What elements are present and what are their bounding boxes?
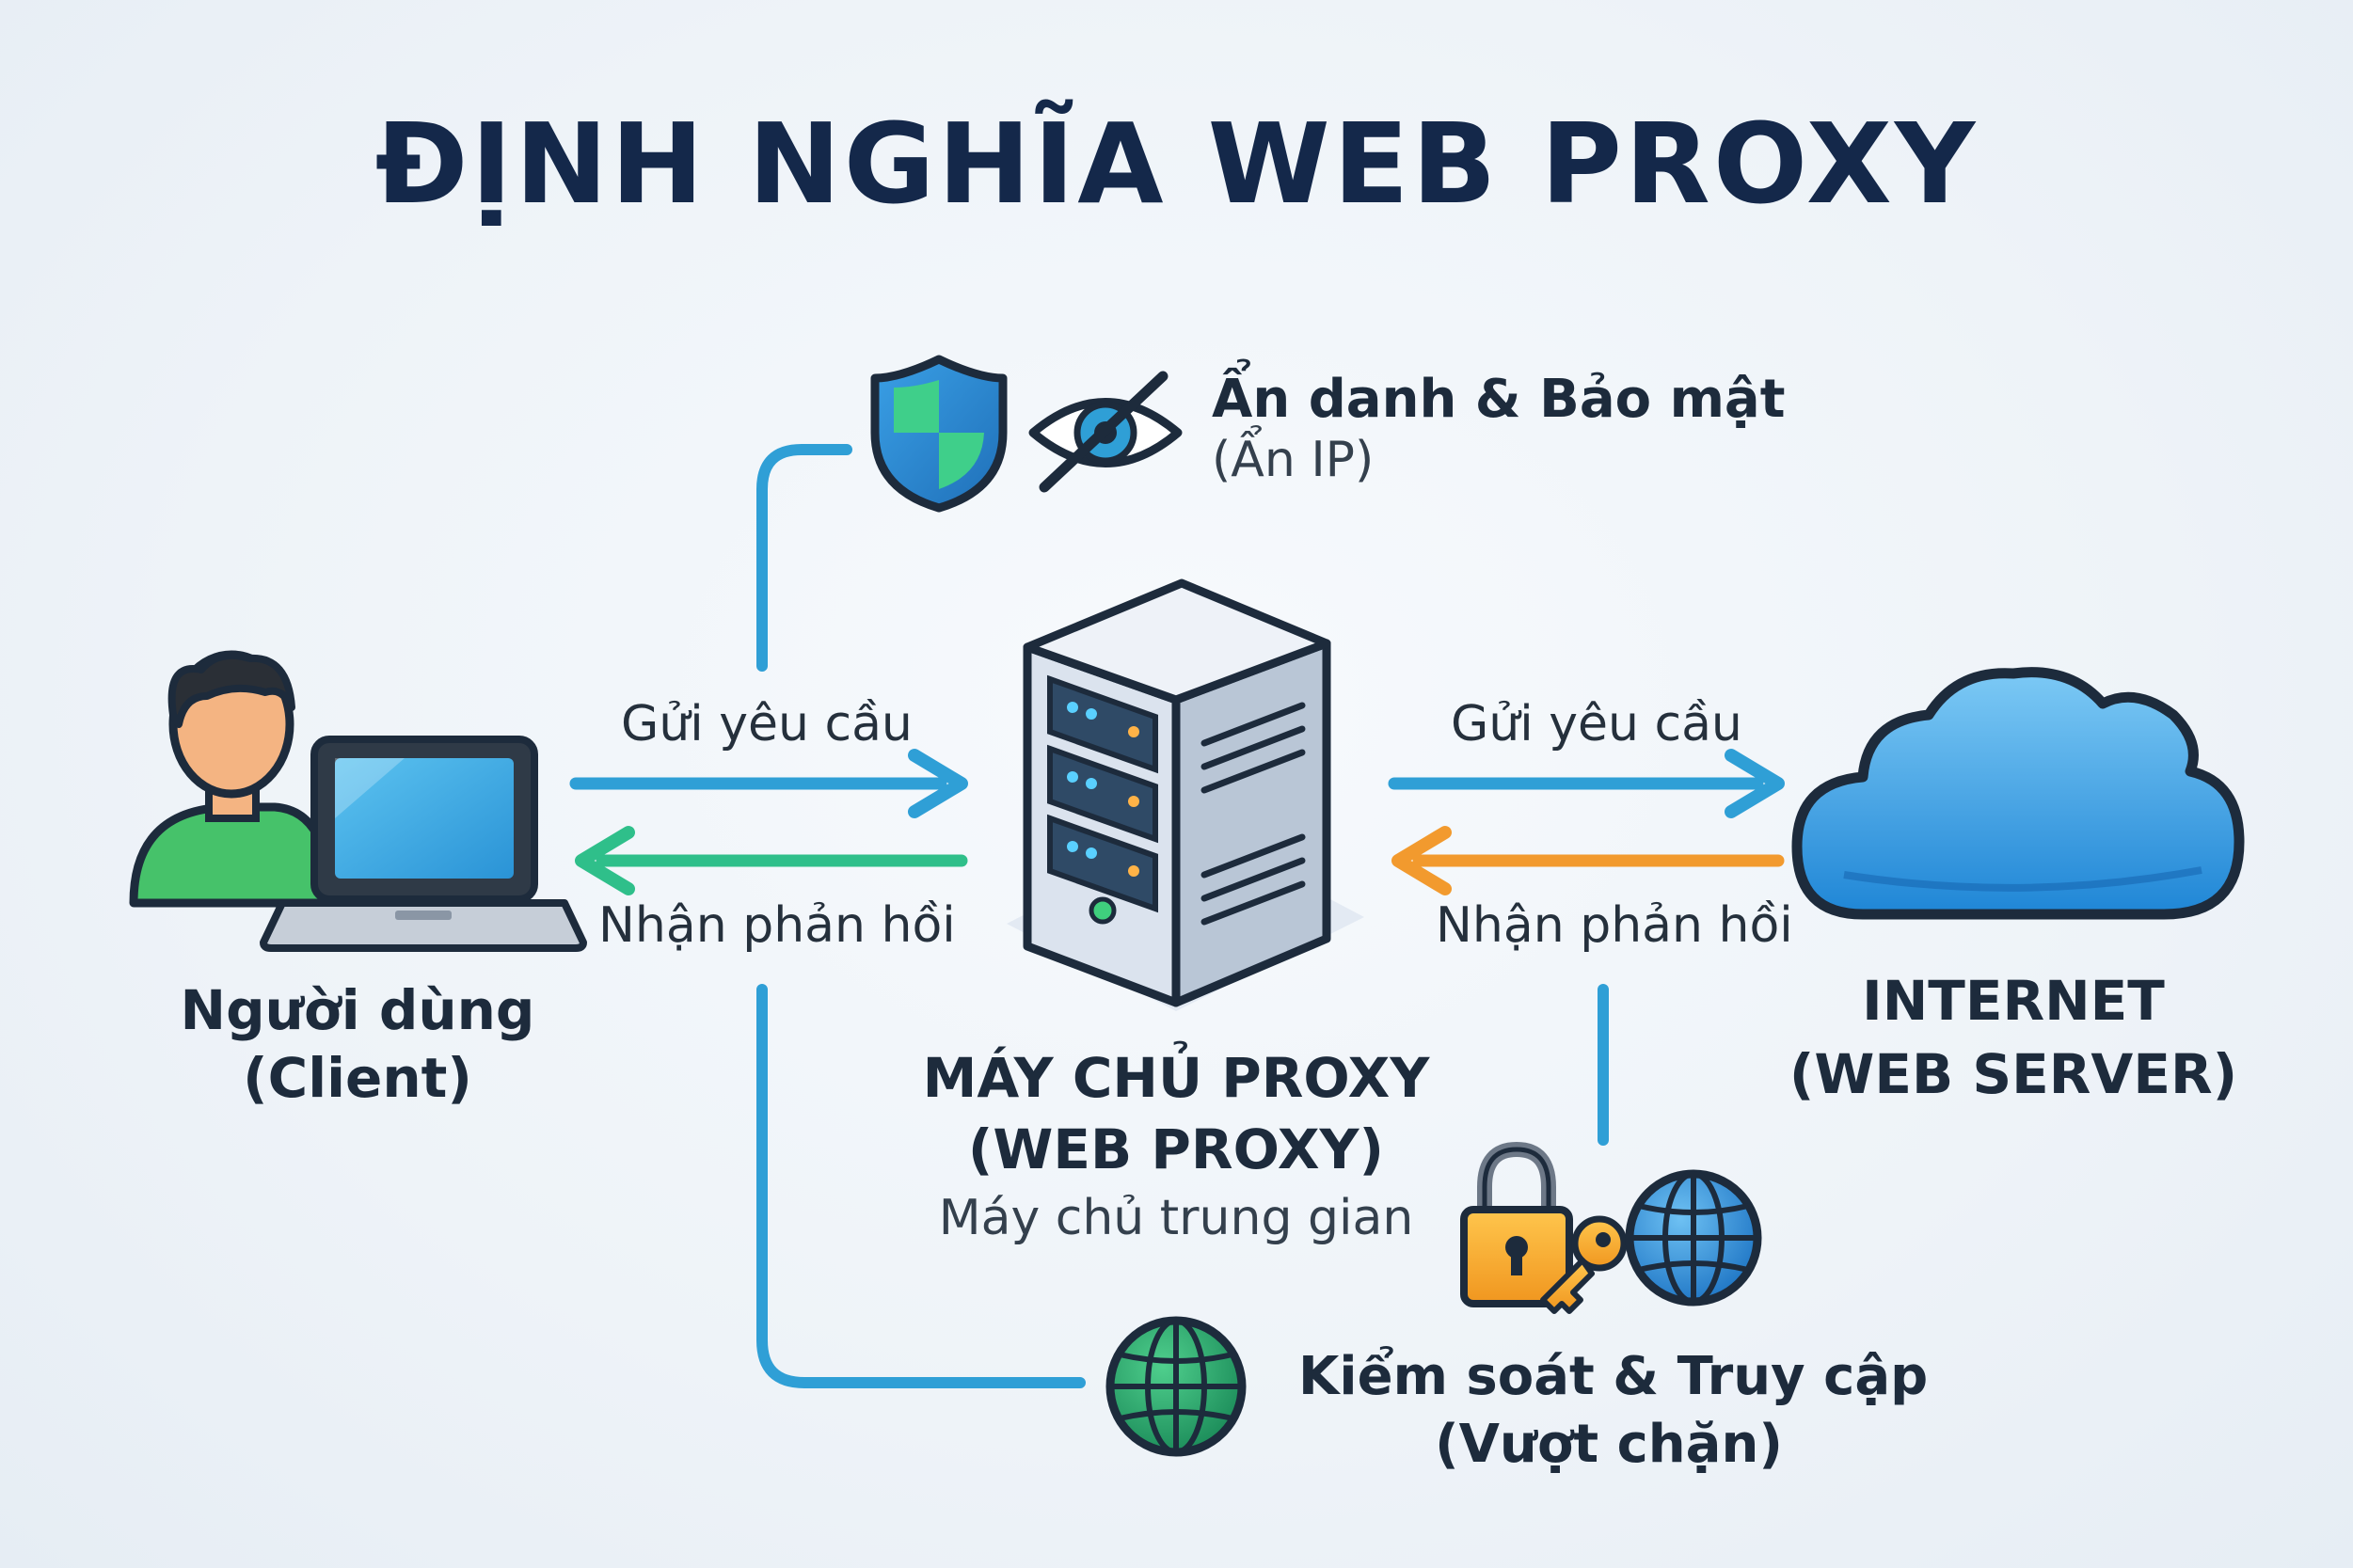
eye-slash-icon — [1028, 371, 1183, 493]
label-client-request: Gửi yêu cầu — [621, 696, 913, 752]
feature-access: Kiểm soát & Truy cập (Vượt chặn) — [1298, 1343, 1929, 1479]
client-label-line1: Người dùng — [180, 978, 535, 1042]
globe-icon-blue — [1625, 1169, 1762, 1307]
client-label-line2: (Client) — [243, 1046, 472, 1110]
internet-label: INTERNET (WEB SERVER) — [1750, 964, 2277, 1111]
internet-label-line2: (WEB SERVER) — [1789, 1042, 2238, 1106]
label-internet-response: Nhận phản hồi — [1436, 897, 1793, 954]
feature-anonymity-subtitle: (Ẩn IP) — [1212, 432, 1375, 488]
internet-label-line1: INTERNET — [1862, 969, 2165, 1033]
proxy-server-icon — [1007, 578, 1364, 1011]
lock-key-icon — [1460, 1141, 1628, 1314]
client-label: Người dùng (Client) — [132, 976, 583, 1112]
label-internet-request: Gửi yêu cầu — [1451, 696, 1742, 752]
user-icon — [129, 650, 336, 908]
proxy-label-line1: MÁY CHỦ PROXY — [922, 1046, 1430, 1110]
arrow-proxy-to-internet — [1388, 749, 1785, 818]
arrow-internet-to-proxy — [1391, 826, 1785, 895]
cloud-icon — [1791, 667, 2245, 920]
connector-access-left — [756, 984, 1086, 1388]
page-title: ĐỊNH NGHĨA WEB PROXY — [374, 99, 1979, 229]
arrow-client-to-proxy — [569, 749, 968, 818]
shield-icon — [870, 355, 1008, 513]
globe-icon-green — [1105, 1316, 1247, 1457]
proxy-label: MÁY CHỦ PROXY (WEB PROXY) Máy chủ trung … — [847, 1042, 1505, 1251]
connector-anonymity — [756, 444, 852, 672]
proxy-label-line2: (WEB PROXY) — [967, 1117, 1385, 1181]
arrow-proxy-to-client — [575, 826, 968, 895]
label-client-response: Nhận phản hồi — [598, 897, 956, 954]
feature-anonymity: Ẩn danh & Bảo mật (Ẩn IP) — [1212, 369, 1786, 488]
feature-access-title: Kiểm soát & Truy cập — [1298, 1346, 1929, 1407]
feature-anonymity-title: Ẩn danh & Bảo mật — [1212, 369, 1786, 430]
feature-access-subtitle: (Vượt chặn) — [1435, 1414, 1783, 1475]
laptop-icon — [260, 736, 587, 952]
proxy-label-subtitle: Máy chủ trung gian — [938, 1190, 1414, 1246]
